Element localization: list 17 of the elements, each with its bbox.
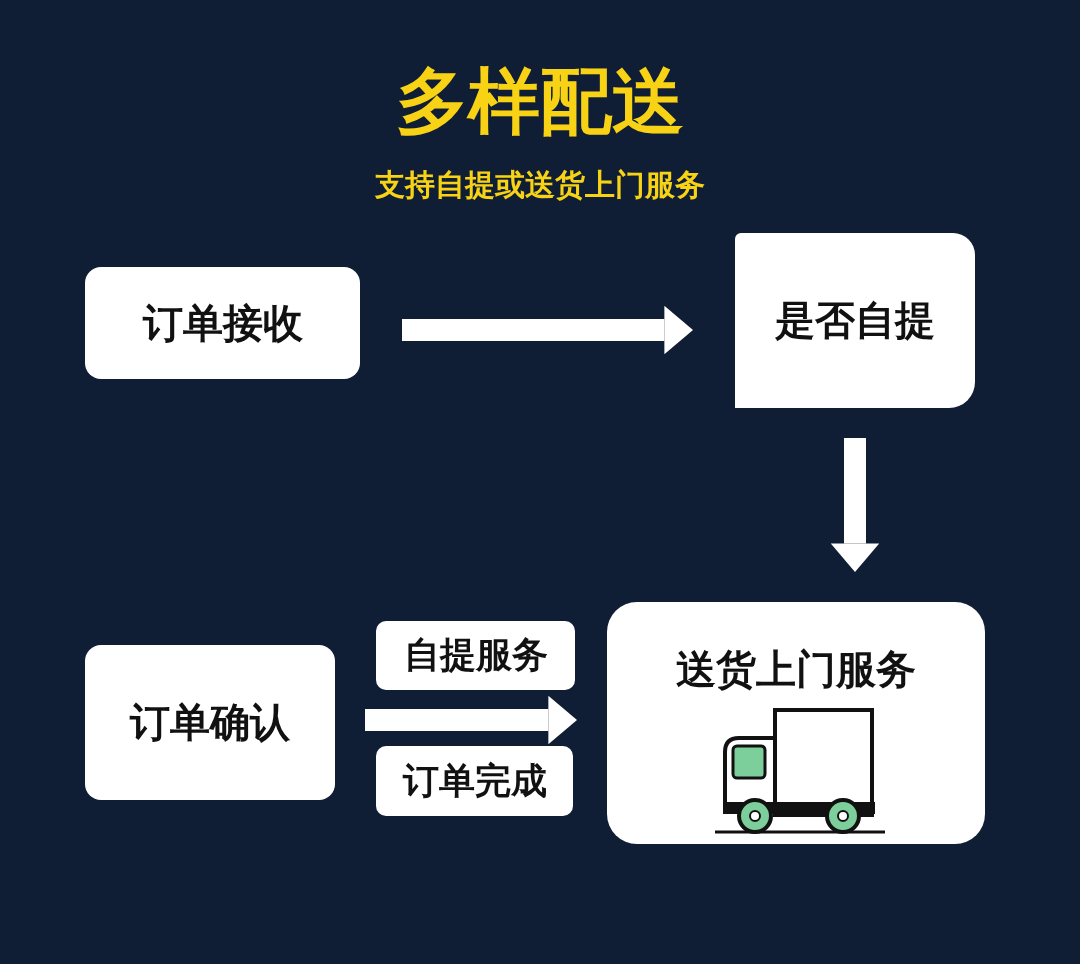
node-text: 是否自提 [775, 296, 935, 345]
process-box [607, 602, 985, 844]
title: 多样配送 [395, 62, 685, 142]
process-box [85, 267, 360, 379]
arrow [402, 305, 693, 355]
node-text: 订单接收 [142, 298, 303, 348]
option-box [376, 746, 573, 816]
arrow [830, 438, 880, 572]
node-text: 订单完成 [402, 758, 547, 803]
node-text: 订单确认 [130, 698, 290, 747]
subtitle: 支持自提或送货上门服务 [374, 166, 706, 204]
node-text: 送货上门服务 [676, 645, 916, 694]
node-text: 自提服务 [403, 633, 548, 677]
decision-box [735, 233, 975, 408]
process-box [85, 645, 335, 800]
option-box [376, 621, 575, 690]
arrow [365, 695, 577, 745]
